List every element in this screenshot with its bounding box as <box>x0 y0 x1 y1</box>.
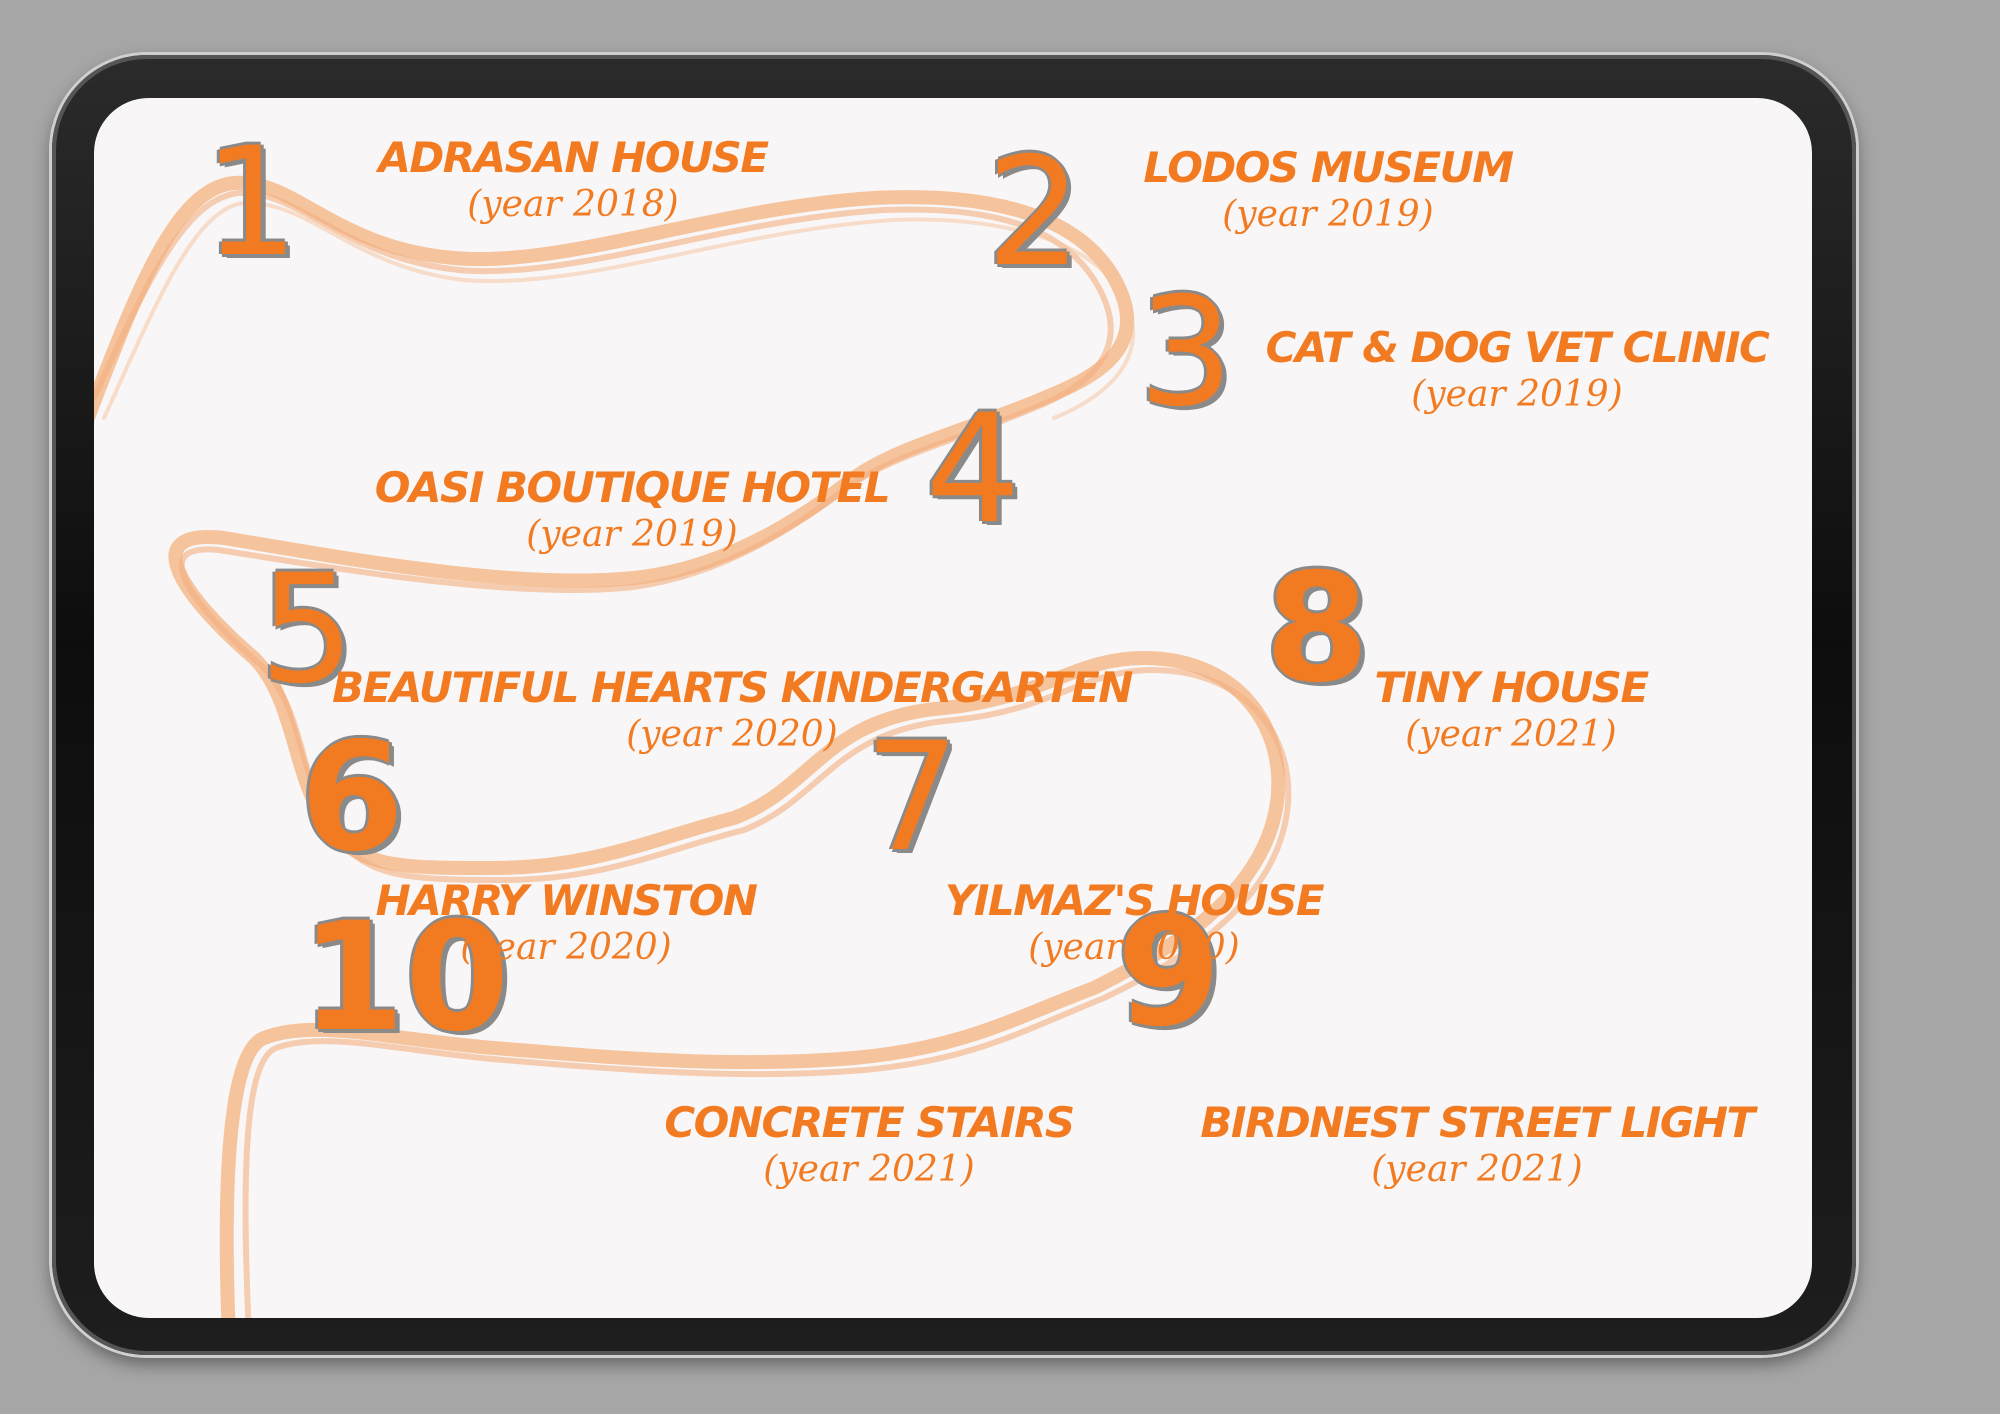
step-number-10: 10 <box>300 891 510 1065</box>
step-number-4: 4 <box>925 383 1021 557</box>
project-name: ADRASAN HOUSE <box>378 133 769 182</box>
step-number-6: 6 <box>299 711 405 885</box>
step-number-9: 9 <box>1116 886 1222 1060</box>
project-name: LODOS MUSEUM <box>1143 143 1514 192</box>
project-label-2: LODOS MUSEUM (year 2019) <box>1143 143 1514 235</box>
project-year: (year 2020) <box>1028 927 1240 968</box>
project-year: (year 2021) <box>1405 714 1617 755</box>
project-year: (year 2019) <box>526 514 738 555</box>
project-name: YILMAZ'S HOUSE <box>944 876 1325 925</box>
step-number-7: 7 <box>864 711 960 885</box>
project-name: CAT & DOG VET CLINIC <box>1265 323 1770 372</box>
timeline-screen: 1 2 3 4 5 6 7 8 9 10 ADRASAN HOUSE (year… <box>94 98 1812 1318</box>
step-number-5: 5 <box>259 543 355 717</box>
project-label-10: CONCRETE STAIRS (year 2021) <box>664 1098 1075 1190</box>
step-number-1: 1 <box>203 116 299 290</box>
project-year: (year 2018) <box>467 184 679 225</box>
project-label-3: CAT & DOG VET CLINIC (year 2019) <box>1265 323 1770 415</box>
project-year: (year 2020) <box>626 714 838 755</box>
project-label-8: TINY HOUSE (year 2021) <box>1374 663 1649 755</box>
project-label-6: HARRY WINSTON (year 2020) <box>375 876 758 968</box>
project-year: (year 2020) <box>460 927 672 968</box>
step-number-2: 2 <box>986 126 1082 300</box>
project-name: OASI BOUTIQUE HOTEL <box>374 463 891 512</box>
project-name: CONCRETE STAIRS <box>664 1098 1075 1147</box>
project-label-1: ADRASAN HOUSE (year 2018) <box>378 133 769 225</box>
project-year: (year 2019) <box>1222 194 1434 235</box>
project-name: BEAUTIFUL HEARTS KINDERGARTEN <box>332 663 1133 712</box>
project-label-5: BEAUTIFUL HEARTS KINDERGARTEN (year 2020… <box>332 663 1133 755</box>
step-number-3: 3 <box>1138 266 1234 440</box>
project-name: BIRDNEST STREET LIGHT <box>1200 1098 1755 1147</box>
project-year: (year 2019) <box>1411 374 1623 415</box>
project-label-7: YILMAZ'S HOUSE (year 2020) <box>944 876 1325 968</box>
step-number-8: 8 <box>1264 542 1370 716</box>
route-path <box>94 175 1292 1318</box>
project-year: (year 2021) <box>1371 1149 1583 1190</box>
project-label-4: OASI BOUTIQUE HOTEL (year 2019) <box>374 463 891 555</box>
project-label-9: BIRDNEST STREET LIGHT (year 2021) <box>1200 1098 1755 1190</box>
project-name: TINY HOUSE <box>1374 663 1649 712</box>
project-year: (year 2021) <box>763 1149 975 1190</box>
project-name: HARRY WINSTON <box>375 876 758 925</box>
